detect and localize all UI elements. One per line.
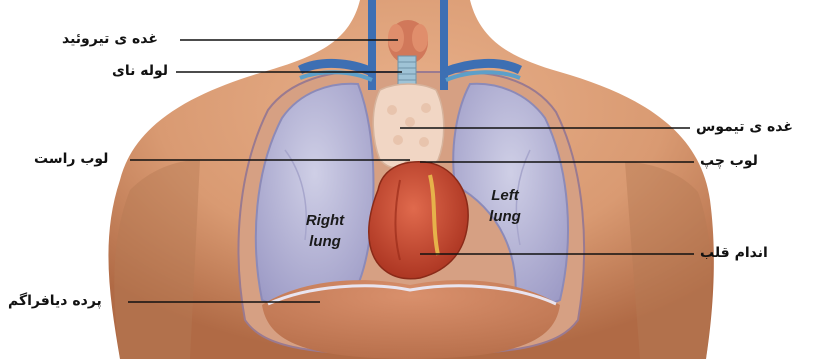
right-lobe-label: لوب راست: [34, 152, 108, 166]
right-lung-label-line2: lung: [309, 233, 341, 250]
thymus-label: غده ی تیموس: [696, 120, 793, 134]
right-lung-label-line1: Right: [306, 212, 345, 229]
left-lung-label-line1: Left: [491, 187, 520, 204]
left-lobe-label: لوب چپ: [700, 154, 758, 168]
thyroid-label: غده ی تیروئید: [62, 32, 158, 46]
left-lung-label-line2: lung: [489, 208, 521, 225]
trachea-label: لوله نای: [112, 64, 168, 78]
diaphragm-label: پرده دیافراگم: [8, 294, 102, 308]
heart-label: اندام قلب: [700, 246, 768, 260]
